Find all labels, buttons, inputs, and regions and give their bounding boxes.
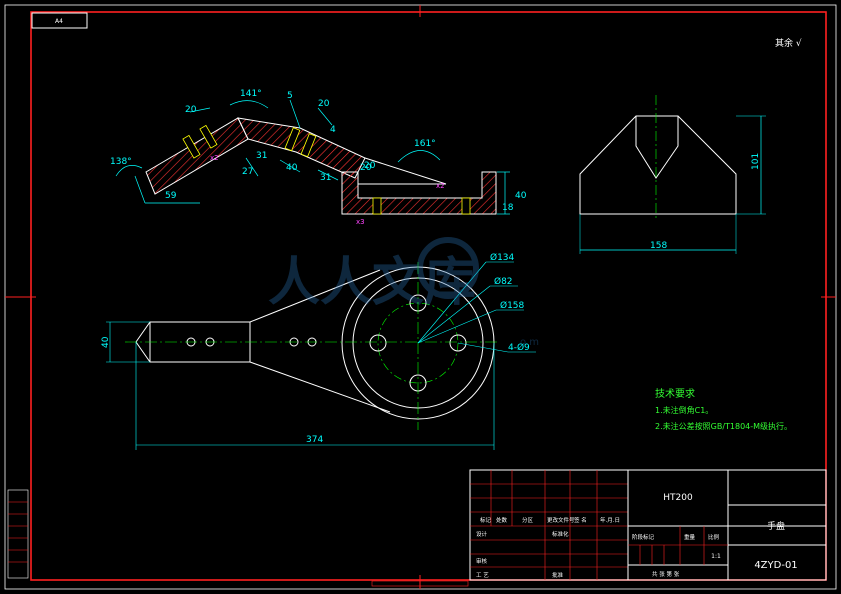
hole-note-c: x3: [356, 218, 365, 226]
section-view: 20 138° 141° 5 20 4 20 31 27 40 31 20 16…: [110, 89, 527, 226]
dim-40-plan: 40: [101, 336, 111, 348]
watermark: 人人文库 o m: [268, 237, 539, 348]
label-change-doc: 更改文件号: [547, 516, 575, 524]
material: HT200: [663, 493, 693, 503]
label-sheet-info: 共 张 第 张: [652, 570, 680, 578]
hole-3: [284, 127, 301, 152]
hole-5: [372, 197, 382, 215]
hole-note-a: x2: [210, 154, 219, 162]
watermark-url: o m: [520, 337, 539, 348]
scale-value: 1:1: [711, 553, 721, 560]
dim-18: 18: [502, 203, 514, 213]
watermark-logo: [417, 237, 479, 299]
label-mark: 标记: [480, 516, 492, 524]
dim-4: 4: [330, 125, 336, 135]
watermark-text: 人人文库: [268, 253, 476, 313]
side-notch: [635, 116, 679, 179]
label-date: 年.月.日: [600, 516, 620, 524]
plan-leaders: [106, 261, 536, 450]
label-stage-mark: 阶段标记: [632, 533, 655, 541]
dim-4phi9: 4-Ø9: [508, 342, 530, 353]
title-block: HT200 手盘 4ZYD-01 1:1 标记 处数 分区 更改文件号 签 名 …: [469, 469, 827, 581]
drawing-frame: [30, 11, 827, 581]
label-weight: 重量: [684, 533, 696, 541]
disc-hole-left: [369, 334, 387, 352]
upper-edge: [364, 157, 447, 185]
format-tag: A4: [55, 18, 63, 25]
left-margin-strip: [7, 489, 29, 579]
dim-374: 374: [306, 435, 323, 445]
dim-40a: 40: [286, 163, 298, 173]
step-plate-section: [341, 171, 497, 215]
part-name: 手盘: [767, 520, 785, 532]
dim-161deg: 161°: [414, 139, 436, 149]
plan-view: 40 Ø134 Ø82 Ø158 4-Ø9 374: [101, 252, 536, 450]
dim-138deg: 138°: [110, 157, 132, 167]
middle-arm-section: [237, 117, 366, 179]
dim-phi158: Ø158: [500, 300, 525, 311]
dim-31a: 31: [256, 151, 267, 161]
hole-6: [461, 197, 471, 215]
label-standardize: 标准化: [552, 530, 569, 538]
label-count: 处数: [496, 516, 508, 524]
tech-req-item-1: 1.未注倒角C1。: [655, 405, 713, 415]
label-zone: 分区: [522, 516, 534, 524]
bottom-zone-strip: [371, 580, 469, 587]
dim-101: 101: [751, 153, 761, 170]
dim-20a: 20: [185, 105, 197, 115]
dim-40b: 40: [515, 191, 527, 201]
dim-59: 59: [165, 191, 177, 201]
hole-1: [182, 134, 201, 159]
disc-hole-right: [449, 334, 467, 352]
label-review: 审核: [476, 557, 488, 565]
dim-phi82: Ø82: [494, 276, 513, 287]
dim-158: 158: [650, 241, 667, 251]
dim-20c: 20: [364, 161, 376, 171]
roughness-note: 其余 √: [775, 37, 802, 49]
drawing-number: 4ZYD-01: [754, 560, 797, 571]
label-process: 工 艺: [476, 572, 489, 579]
dim-141deg: 141°: [240, 89, 262, 99]
format-tag-box: [31, 12, 88, 29]
section-dimension-lines: [115, 99, 510, 215]
label-scale: 比例: [708, 533, 720, 541]
hole-4: [300, 133, 317, 158]
dim-31b: 31: [320, 173, 331, 183]
hole-note-b: x2: [436, 182, 445, 190]
dim-27: 27: [242, 167, 253, 177]
side-view: 101 158: [579, 95, 766, 254]
dim-20d: 20: [360, 163, 372, 173]
side-outline: [579, 115, 737, 215]
dim-5: 5: [287, 91, 293, 101]
tech-req-title: 技术要求: [655, 387, 695, 400]
label-approve: 批准: [552, 571, 564, 579]
dim-phi134: Ø134: [490, 252, 515, 263]
label-design: 设计: [476, 530, 488, 538]
hole-2: [199, 124, 218, 149]
label-sign: 签 名: [574, 516, 587, 524]
tech-req-item-2: 2.未注公差按照GB/T1804-M级执行。: [655, 421, 792, 431]
dim-20b: 20: [318, 99, 330, 109]
